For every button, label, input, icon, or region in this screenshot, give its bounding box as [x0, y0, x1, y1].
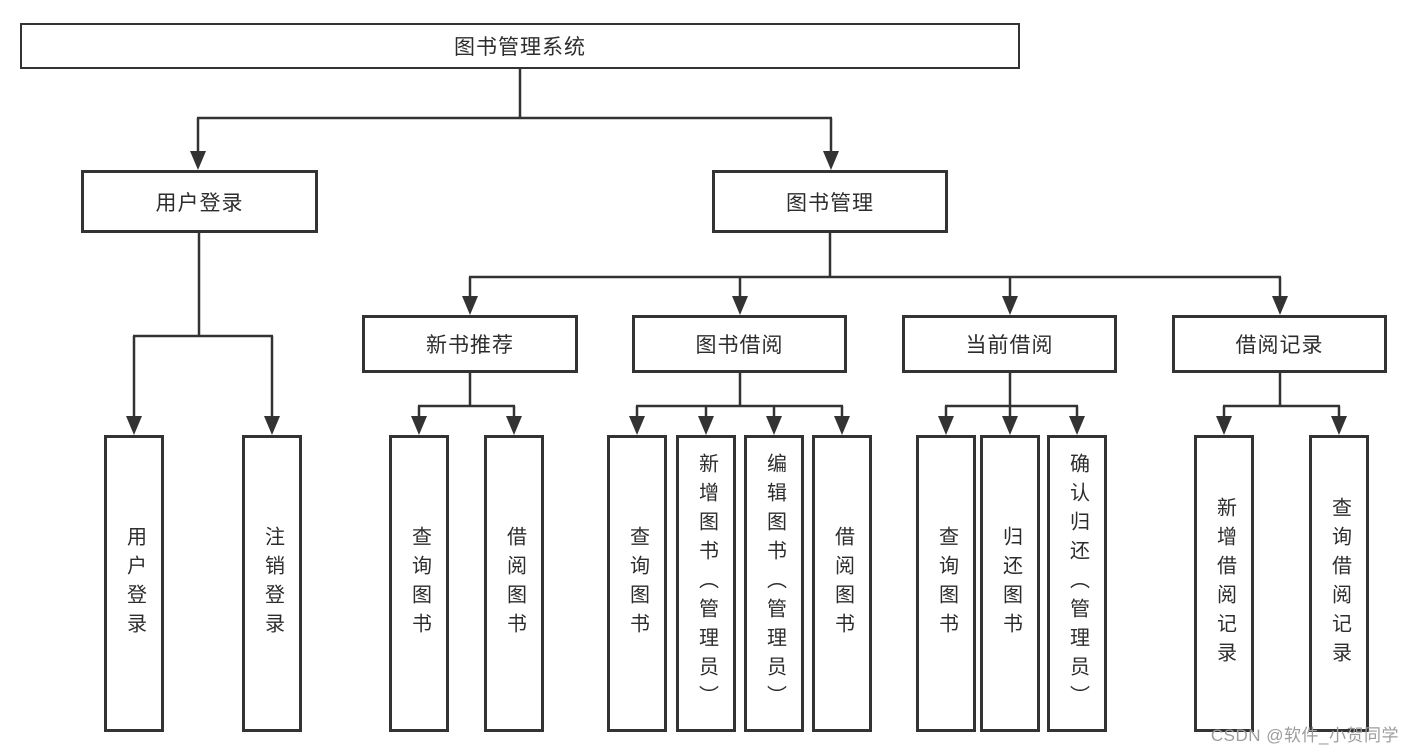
- node-borrowing-records: 借阅记录: [1172, 315, 1387, 373]
- leaf-cb-confirm-return-admin-label: 确认归还（管理员）: [1066, 453, 1089, 714]
- leaf-bb-edit-books-admin-label: 编辑图书（管理员）: [763, 453, 786, 714]
- leaf-bb-add-books-admin: 新增图书（管理员）: [676, 435, 736, 732]
- node-current-borrowing-label: 当前借阅: [965, 334, 1054, 357]
- leaf-br-query-record: 查询借阅记录: [1309, 435, 1369, 732]
- connector-book-borrow-to-leaves: [629, 373, 850, 435]
- leaf-bb-borrow-books: 借阅图书: [812, 435, 872, 732]
- leaf-br-add-record: 新增借阅记录: [1194, 435, 1254, 732]
- connector-new-books-to-leaves: [411, 373, 522, 435]
- connector-root-to-level2: [190, 69, 839, 170]
- leaf-br-query-record-label: 查询借阅记录: [1328, 496, 1351, 671]
- leaf-cb-confirm-return-admin: 确认归还（管理员）: [1047, 435, 1107, 732]
- connector-user-login-to-leaves: [126, 233, 280, 435]
- node-borrowing-records-label: 借阅记录: [1235, 334, 1324, 357]
- node-user-login-label: 用户登录: [155, 191, 244, 215]
- leaf-bb-borrow-books-label: 借阅图书: [831, 525, 854, 642]
- node-book-management: 图书管理: [712, 170, 948, 233]
- node-new-book-recommend: 新书推荐: [362, 315, 578, 373]
- csdn-watermark: CSDN @软件_小贺同学: [1210, 726, 1399, 745]
- leaf-nb-borrow-books-label: 借阅图书: [503, 525, 526, 642]
- leaf-bb-add-books-admin-label: 新增图书（管理员）: [695, 453, 718, 714]
- leaf-logout-label: 注销登录: [261, 525, 284, 642]
- node-current-borrowing: 当前借阅: [902, 315, 1117, 373]
- leaf-user-login-label: 用户登录: [123, 525, 146, 642]
- leaf-bb-query-books-label: 查询图书: [626, 525, 649, 642]
- leaf-cb-query-books: 查询图书: [916, 435, 976, 732]
- leaf-cb-return-books-label: 归还图书: [999, 525, 1022, 642]
- leaf-logout: 注销登录: [242, 435, 302, 732]
- node-new-book-recommend-label: 新书推荐: [426, 334, 514, 357]
- leaf-nb-borrow-books: 借阅图书: [484, 435, 544, 732]
- leaf-br-add-record-label: 新增借阅记录: [1213, 496, 1236, 671]
- leaf-nb-query-books-label: 查询图书: [408, 525, 431, 642]
- leaf-cb-return-books: 归还图书: [980, 435, 1040, 732]
- leaf-nb-query-books: 查询图书: [389, 435, 449, 732]
- connector-current-borrow-to-leaves: [938, 373, 1085, 435]
- leaf-bb-edit-books-admin: 编辑图书（管理员）: [744, 435, 804, 732]
- leaf-bb-query-books: 查询图书: [607, 435, 667, 732]
- node-user-login: 用户登录: [81, 170, 318, 233]
- connector-borrow-records-to-leaves: [1216, 373, 1347, 435]
- node-root-system: 图书管理系统: [20, 23, 1020, 69]
- node-book-borrowing: 图书借阅: [632, 315, 847, 373]
- leaf-cb-query-books-label: 查询图书: [935, 525, 958, 642]
- leaf-user-login: 用户登录: [104, 435, 164, 732]
- node-book-borrowing-label: 图书借阅: [695, 334, 784, 357]
- connector-book-mgmt-to-level3: [462, 233, 1288, 315]
- node-book-management-label: 图书管理: [786, 191, 874, 215]
- node-root-label: 图书管理系统: [454, 36, 586, 59]
